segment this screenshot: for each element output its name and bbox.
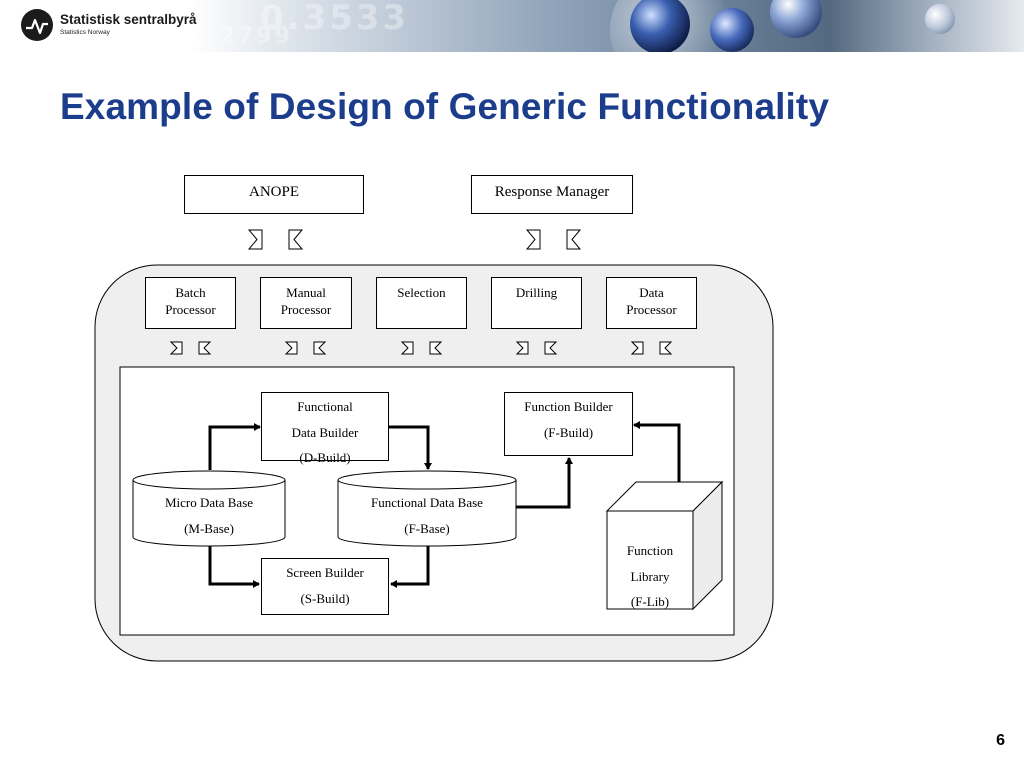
arrow-dbuild-to-fbase — [389, 425, 432, 470]
anope-box: ANOPE — [184, 175, 364, 214]
d-build-line3: (D-Build) — [299, 450, 351, 465]
batch-processor-line2: Processor — [165, 302, 216, 317]
logo-name: Statistisk sentralbyrå — [60, 12, 197, 27]
function-library-cube — [605, 480, 724, 611]
decor-digits: 0.2799 — [190, 24, 293, 49]
arrow-mbase-to-dbuild — [208, 423, 261, 470]
function-library-label: Function Library (F-Lib) — [607, 538, 693, 615]
response-manager-box: Response Manager — [471, 175, 633, 214]
batch-processor-line1: Batch — [175, 285, 206, 300]
data-processor-line2: Processor — [626, 302, 677, 317]
data-processor-box: Data Processor — [606, 277, 697, 329]
manual-processor-box: Manual Processor — [260, 277, 352, 329]
f-base-line2: (F-Base) — [404, 520, 450, 536]
f-lib-line1: Function — [626, 543, 674, 558]
double-arrow-batch — [169, 341, 212, 355]
f-base-line1: Functional Data Base — [371, 495, 483, 510]
function-builder-box: Function Builder (F-Build) — [504, 392, 633, 456]
page-title: Example of Design of Generic Functionali… — [60, 86, 830, 127]
double-arrow-data-processor — [630, 341, 673, 355]
m-base-line2: (M-Base) — [184, 520, 234, 536]
logo-subtitle: Statistics Norway — [60, 29, 110, 36]
functional-data-base-label: Functional Data Base (F-Base) — [338, 490, 516, 541]
anope-label: ANOPE — [248, 184, 299, 200]
arrow-fbase-to-fbuild — [516, 457, 573, 509]
response-manager-label: Response Manager — [494, 184, 610, 200]
arrow-flib-to-fbuild — [633, 421, 681, 482]
double-arrow-selection — [400, 341, 443, 355]
manual-processor-line2: Processor — [280, 302, 332, 317]
f-build-line1: Function Builder — [524, 399, 613, 414]
arrow-mbase-to-sbuild — [208, 546, 260, 588]
s-build-line2: (S-Build) — [300, 590, 350, 606]
decor-sphere — [925, 4, 955, 34]
drilling-box: Drilling — [491, 277, 582, 329]
double-arrow-drilling — [515, 341, 558, 355]
f-build-line2: (F-Build) — [543, 424, 594, 440]
d-build-line2: Data Builder — [291, 424, 359, 440]
page-number: 6 — [996, 732, 1005, 749]
double-arrow-response-manager — [525, 229, 582, 250]
decor-sphere — [630, 0, 690, 52]
micro-data-base-cylinder — [132, 470, 286, 547]
double-arrow-anope — [247, 229, 304, 250]
selection-box: Selection — [376, 277, 467, 329]
micro-data-base-label: Micro Data Base (M-Base) — [133, 490, 285, 541]
d-build-line1: Functional — [297, 399, 353, 414]
f-lib-line3: (F-Lib) — [630, 594, 670, 609]
double-arrow-manual — [284, 341, 327, 355]
logo-icon — [21, 9, 53, 41]
m-base-line1: Micro Data Base — [164, 495, 254, 510]
decor-digits: 0.3533 — [260, 0, 410, 38]
s-build-line1: Screen Builder — [286, 565, 364, 580]
header-banner: 0.3533 0.2799 Statistisk sentralbyrå Sta… — [0, 0, 1024, 52]
batch-processor-box: Batch Processor — [145, 277, 236, 329]
manual-processor-line1: Manual — [286, 285, 326, 300]
f-lib-line2: Library — [630, 568, 670, 584]
screen-builder-box: Screen Builder (S-Build) — [261, 558, 389, 615]
decor-sphere — [710, 8, 754, 52]
drilling-label: Drilling — [515, 285, 558, 300]
data-processor-line1: Data — [639, 285, 664, 300]
functional-data-builder-box: Functional Data Builder (D-Build) — [261, 392, 389, 465]
selection-label: Selection — [397, 285, 446, 300]
arrow-fbase-to-sbuild — [390, 546, 430, 588]
functional-data-base-cylinder — [337, 470, 517, 547]
